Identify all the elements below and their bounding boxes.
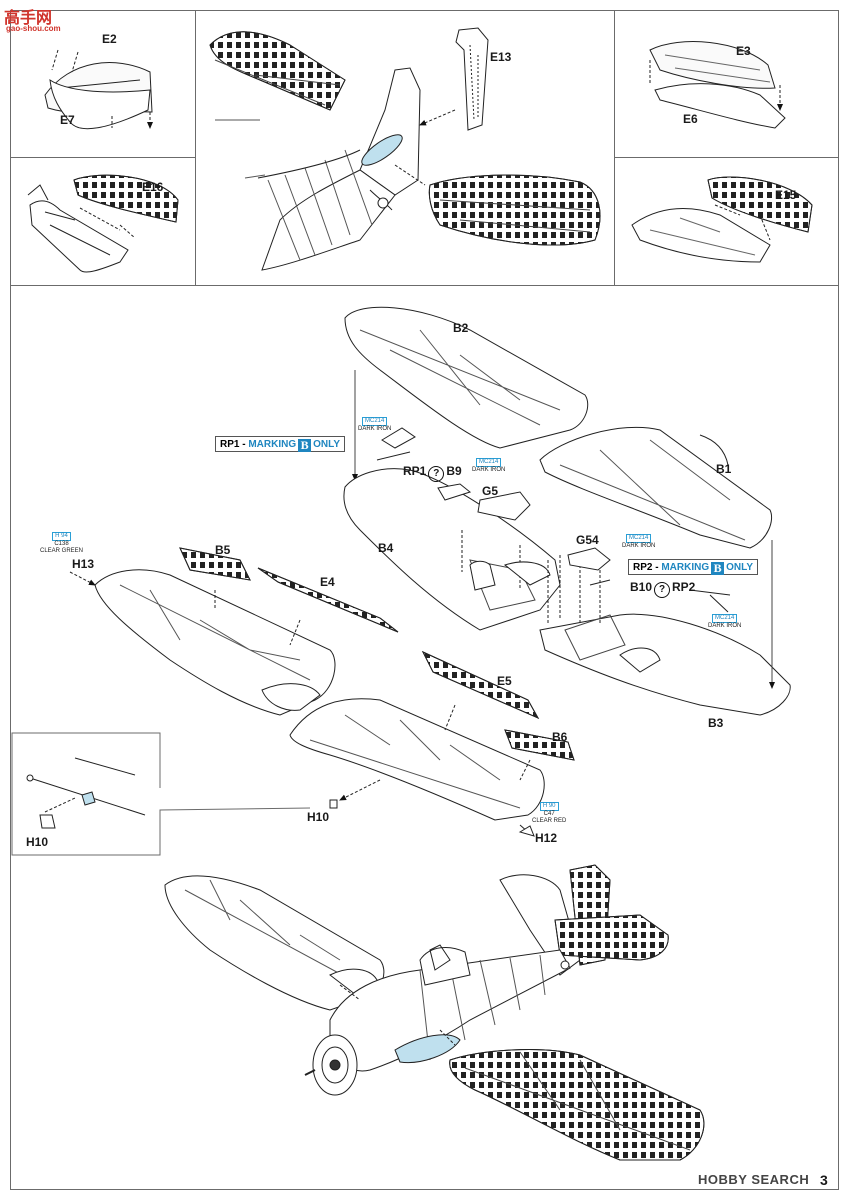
paint-code: MC214 <box>362 417 388 426</box>
question-icon: ? <box>654 582 671 598</box>
part-label-b3: B3 <box>708 716 724 730</box>
option-b10-rp2: B10?RP2 <box>630 580 695 598</box>
paint-code: H 94 <box>52 532 71 541</box>
question-icon: ? <box>428 466 445 482</box>
paint-ref: C47 <box>543 811 555 817</box>
marking-letter-badge: B <box>711 562 725 575</box>
part-label-h10-detail: H10 <box>26 835 49 849</box>
paint-ref: C138 <box>54 541 69 547</box>
paint-name: DARK IRON <box>358 426 392 432</box>
paint-name: CLEAR GREEN <box>40 548 84 554</box>
part-label-e3: E3 <box>736 44 751 58</box>
part-label-e13: E13 <box>490 50 512 64</box>
part-label-h10-wing: H10 <box>307 810 330 824</box>
inset-horizontal-tail-left <box>10 157 196 286</box>
option-code: RP2 <box>672 580 696 594</box>
main-assembly-frame <box>10 285 839 1190</box>
part-label-g54: G54 <box>576 533 599 547</box>
marking-suffix: ONLY <box>726 562 753 573</box>
watermark-logo: 高手网 <box>4 10 53 27</box>
paint-name: CLEAR RED <box>532 818 567 824</box>
part-label-e4: E4 <box>320 575 335 589</box>
paint-code: MC214 <box>626 534 652 543</box>
part-label-h13: H13 <box>72 557 95 571</box>
paint-code: MC214 <box>712 614 738 623</box>
part-label-b5: B5 <box>215 543 231 557</box>
paint-callout-h13-clear-green: H 94 C138 CLEAR GREEN <box>40 532 83 555</box>
part-label-e5: E5 <box>497 674 512 688</box>
page-number: 3 <box>820 1172 828 1188</box>
paint-code: H 90 <box>539 802 559 811</box>
paint-callout-g54-iron: MC214 DARK IRON <box>622 534 655 550</box>
part-label-h12: H12 <box>535 831 558 845</box>
option-rp1-b9: RP1?B9 <box>403 464 462 482</box>
marking-word: MARKING <box>661 562 710 573</box>
part-label-e6: E6 <box>683 112 698 126</box>
part-label-e2: E2 <box>102 32 117 46</box>
watermark-url: gao-shou.com <box>6 24 61 33</box>
paint-name: DARK IRON <box>622 543 656 549</box>
part-label-g5: G5 <box>482 484 499 498</box>
marking-suffix: ONLY <box>313 439 340 450</box>
watermark-hobby-search: HOBBY SEARCH <box>698 1172 810 1187</box>
option-part: B10 <box>630 580 653 594</box>
part-label-b6: B6 <box>552 730 568 744</box>
part-label-b4: B4 <box>378 541 394 555</box>
inset-tail-assembly <box>195 10 615 286</box>
part-label-e16: E16 <box>142 180 164 194</box>
part-label-e7: E7 <box>60 113 75 127</box>
inset-elevator-right <box>614 10 839 158</box>
marking-letter-badge: B <box>298 439 312 452</box>
option-code: RP1 <box>403 464 427 478</box>
paint-callout-rp1-iron: MC214 DARK IRON <box>358 417 391 433</box>
part-label-b2: B2 <box>453 321 469 335</box>
paint-name: DARK IRON <box>472 467 506 473</box>
marking-word: MARKING <box>248 439 297 450</box>
inset-horizontal-tail-right <box>614 157 839 286</box>
option-part: B9 <box>446 464 462 478</box>
marking-prefix: RP2 - <box>633 562 662 573</box>
part-label-e15: E15 <box>775 188 797 202</box>
paint-callout-rp2-iron: MC214 DARK IRON <box>708 614 741 630</box>
paint-callout-b9-iron: MC214 DARK IRON <box>472 458 505 474</box>
paint-code: MC214 <box>476 458 502 467</box>
paint-callout-h12-clear-red: H 90 C47 CLEAR RED <box>532 802 566 825</box>
paint-name: DARK IRON <box>708 623 742 629</box>
marking-prefix: RP1 - <box>220 439 249 450</box>
part-label-b1: B1 <box>716 462 732 476</box>
